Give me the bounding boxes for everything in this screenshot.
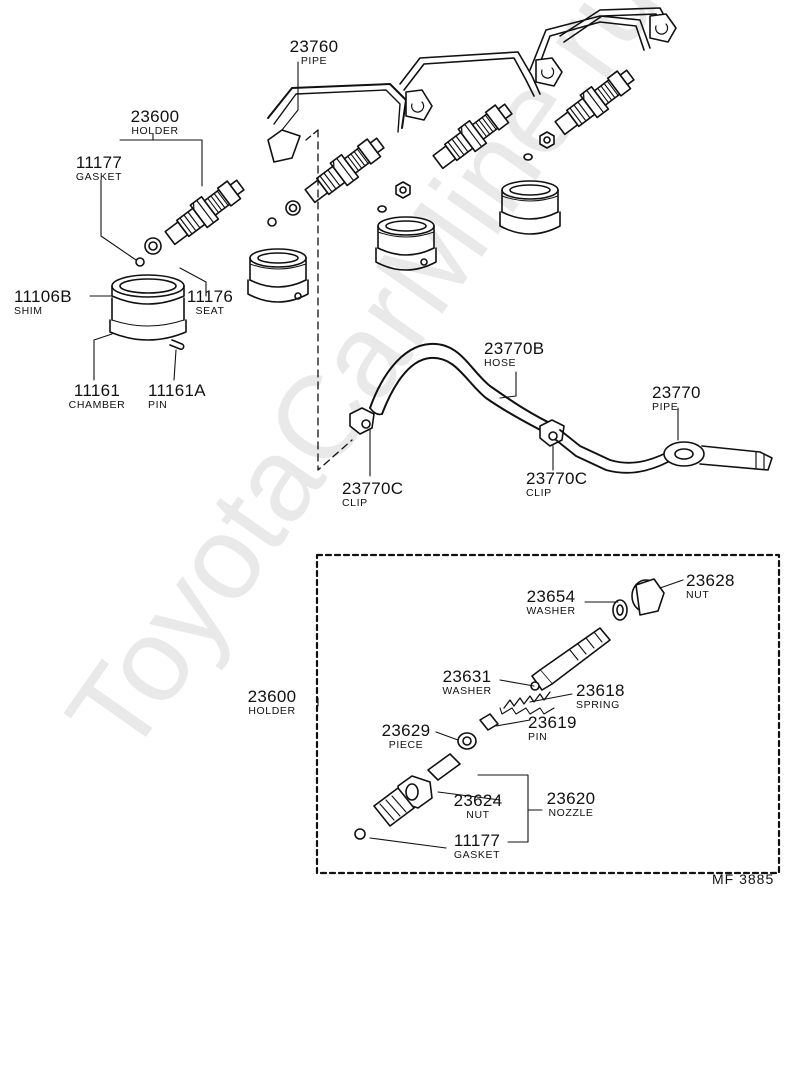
part-number: 23600 — [247, 687, 297, 706]
part-name: CLIP — [526, 487, 552, 499]
part-number: 23600 — [130, 107, 180, 126]
part-number: 23629 — [381, 721, 431, 740]
part-number: 11177 — [75, 153, 123, 172]
part-name: PIECE — [388, 739, 424, 751]
part-name: PIN — [528, 731, 548, 743]
part-name: SHIM — [14, 305, 43, 317]
part-number: 11106B — [14, 287, 72, 306]
part-name: HOLDER — [131, 125, 179, 137]
part-number: 23624 — [453, 791, 503, 810]
part-name: PIN — [148, 399, 168, 411]
part-number: 11177 — [453, 831, 501, 850]
part-number: 23770C — [342, 479, 404, 498]
part-number: 23770 — [652, 383, 701, 402]
figure-code: MF 3885 — [712, 871, 775, 887]
part-name: PIPE — [652, 401, 679, 413]
part-number: 23619 — [528, 713, 577, 732]
part-number: 23760 — [289, 37, 339, 56]
part-number: 23770B — [484, 339, 545, 358]
part-number: 23770C — [526, 469, 588, 488]
part-number: 23654 — [526, 587, 576, 606]
part-number: 23618 — [576, 681, 625, 700]
part-number: 23628 — [686, 571, 735, 590]
part-name: CHAMBER — [68, 399, 126, 411]
part-name: SPRING — [576, 699, 620, 711]
part-number: 23620 — [546, 789, 596, 808]
part-name: HOSE — [484, 357, 517, 369]
part-name: NOZZLE — [548, 807, 594, 819]
part-name: WASHER — [526, 605, 576, 617]
part-name: NUT — [466, 809, 490, 821]
part-number: 11161 — [73, 381, 121, 400]
part-number: 11176 — [186, 287, 234, 306]
part-name: GASKET — [75, 171, 123, 183]
part-name: GASKET — [453, 849, 501, 861]
part-name: CLIP — [342, 497, 368, 509]
part-name: SEAT — [195, 305, 225, 317]
part-name: NUT — [686, 589, 710, 601]
part-name: HOLDER — [248, 705, 296, 717]
part-number: 11161A — [148, 381, 206, 400]
part-number: 23631 — [442, 667, 492, 686]
part-name: WASHER — [442, 685, 492, 697]
part-name: PIPE — [300, 55, 328, 67]
